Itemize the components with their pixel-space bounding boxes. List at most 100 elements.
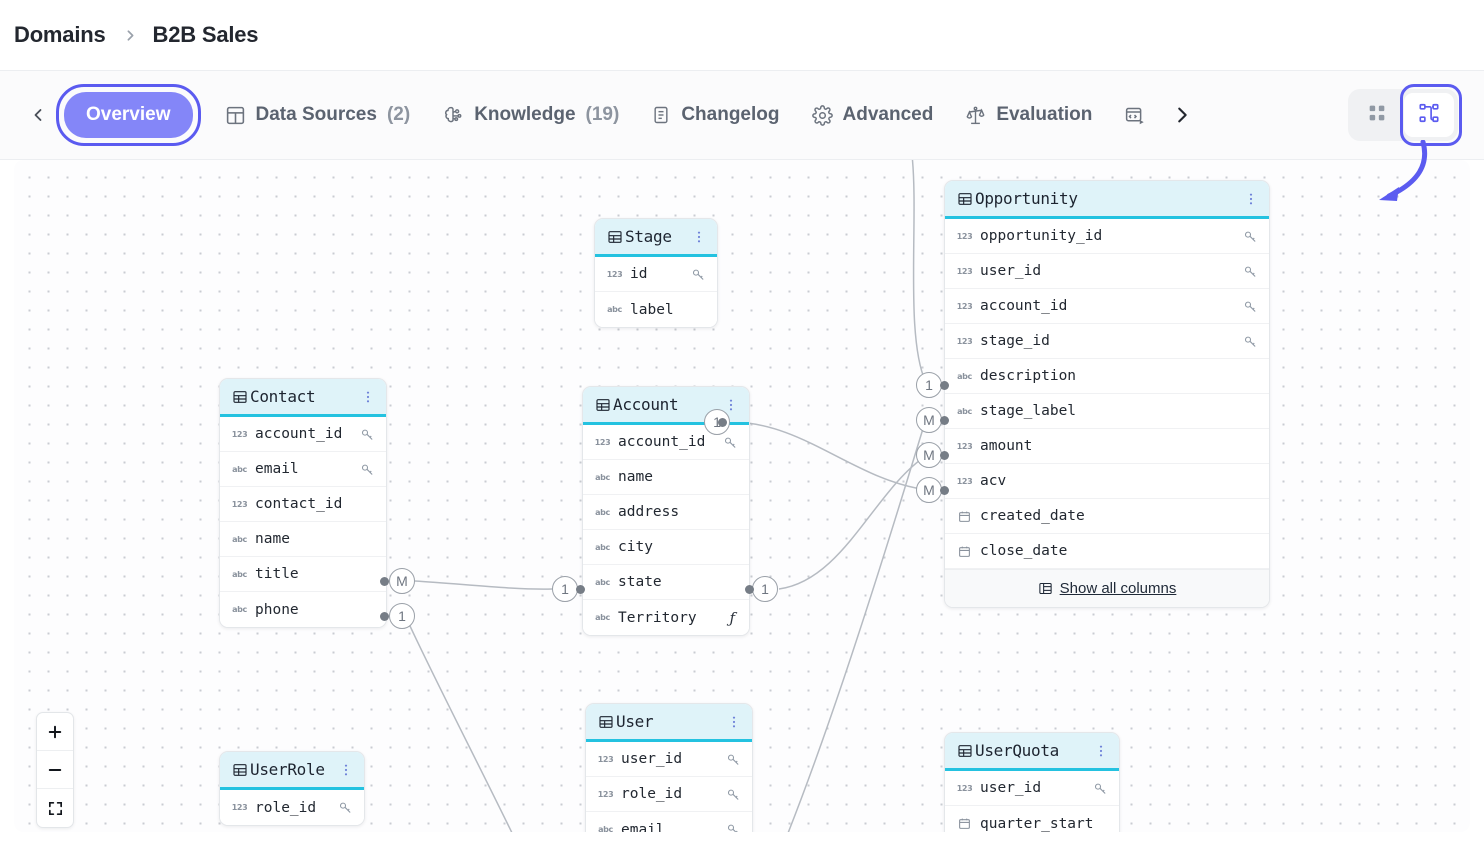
- table-header[interactable]: Stage: [595, 219, 717, 257]
- tab-overview[interactable]: Overview: [64, 92, 193, 138]
- cardinality-label: M: [923, 447, 935, 463]
- view-toggle-group: [1348, 84, 1462, 146]
- diagram-view-button[interactable]: [1404, 93, 1454, 137]
- tab-data-sources[interactable]: Data Sources (2): [209, 93, 427, 137]
- column-name: contact_id: [255, 496, 343, 512]
- table-column[interactable]: close_date: [945, 534, 1269, 569]
- key-icon: [338, 800, 353, 815]
- tab-code-window[interactable]: [1108, 93, 1161, 137]
- cardinality-label: 1: [925, 377, 933, 393]
- type-date-icon: [957, 510, 972, 523]
- er-diagram-canvas[interactable]: Stage 123 id abc label Opportunit: [14, 160, 1470, 832]
- type-text-icon: abc: [957, 406, 972, 416]
- column-name: amount: [980, 438, 1033, 454]
- tab-evaluation[interactable]: Evaluation: [949, 93, 1108, 137]
- table-menu-icon[interactable]: [1093, 743, 1109, 759]
- table-column[interactable]: quarter_start: [945, 806, 1119, 832]
- table-menu-icon[interactable]: [1243, 191, 1259, 207]
- show-all-columns-button[interactable]: Show all columns: [945, 569, 1269, 607]
- table-node-stage[interactable]: Stage 123 id abc label: [594, 218, 718, 328]
- tab-count: (2): [386, 104, 411, 125]
- table-menu-icon[interactable]: [691, 229, 707, 245]
- cardinality-label: M: [923, 412, 935, 428]
- table-header[interactable]: Account: [583, 387, 749, 425]
- table-menu-icon[interactable]: [338, 762, 354, 778]
- column-name: close_date: [980, 543, 1068, 559]
- column-name: title: [255, 566, 299, 582]
- tabs-scroll-right-icon[interactable]: [1161, 104, 1203, 126]
- table-menu-icon[interactable]: [726, 714, 742, 730]
- zoom-in-button[interactable]: [37, 713, 73, 751]
- table-menu-icon[interactable]: [723, 397, 739, 413]
- breadcrumb: Domains B2B Sales: [0, 0, 1484, 71]
- table-title: UserRole: [232, 760, 338, 779]
- table-column[interactable]: abc label: [595, 292, 717, 327]
- table-header[interactable]: User: [586, 704, 752, 742]
- column-name: name: [255, 531, 290, 547]
- table-column[interactable]: 123 user_id: [586, 742, 752, 777]
- type-number-icon: 123: [956, 783, 973, 793]
- key-icon: [723, 435, 738, 450]
- tab-knowledge[interactable]: Knowledge (19): [426, 93, 635, 137]
- relationship-edges: [409, 160, 928, 832]
- column-name: email: [255, 461, 299, 477]
- table-header[interactable]: UserRole: [220, 752, 364, 790]
- table-icon: [233, 390, 247, 403]
- breadcrumb-root[interactable]: Domains: [14, 22, 106, 47]
- cardinality-label: 1: [713, 414, 721, 430]
- column-name: user_id: [621, 751, 683, 767]
- cardinality-label: M: [923, 482, 935, 498]
- breadcrumb-current[interactable]: B2B Sales: [152, 22, 259, 47]
- table-header[interactable]: UserQuota: [945, 733, 1119, 771]
- code-window-icon: [1124, 105, 1145, 126]
- tab-count: (19): [585, 104, 620, 125]
- key-icon: [726, 752, 741, 767]
- table-menu-icon[interactable]: [360, 389, 376, 405]
- table-column[interactable]: 123 id: [595, 257, 717, 292]
- table-icon: [958, 744, 972, 757]
- table-header[interactable]: Opportunity: [945, 181, 1269, 219]
- grid-view-button[interactable]: [1352, 93, 1402, 137]
- column-name: label: [630, 301, 674, 318]
- type-number-icon: 123: [597, 754, 614, 764]
- zoom-out-button[interactable]: [37, 751, 73, 789]
- type-number-icon: 123: [956, 266, 973, 276]
- tabs-scroll-left-icon[interactable]: [28, 105, 48, 125]
- table-header[interactable]: Contact: [220, 379, 386, 417]
- table-name: Opportunity: [975, 189, 1078, 208]
- fit-screen-button[interactable]: [37, 789, 73, 827]
- tab-advanced[interactable]: Advanced: [796, 93, 950, 137]
- table-column[interactable]: created_date: [945, 499, 1269, 534]
- tab-changelog[interactable]: Changelog: [635, 93, 795, 137]
